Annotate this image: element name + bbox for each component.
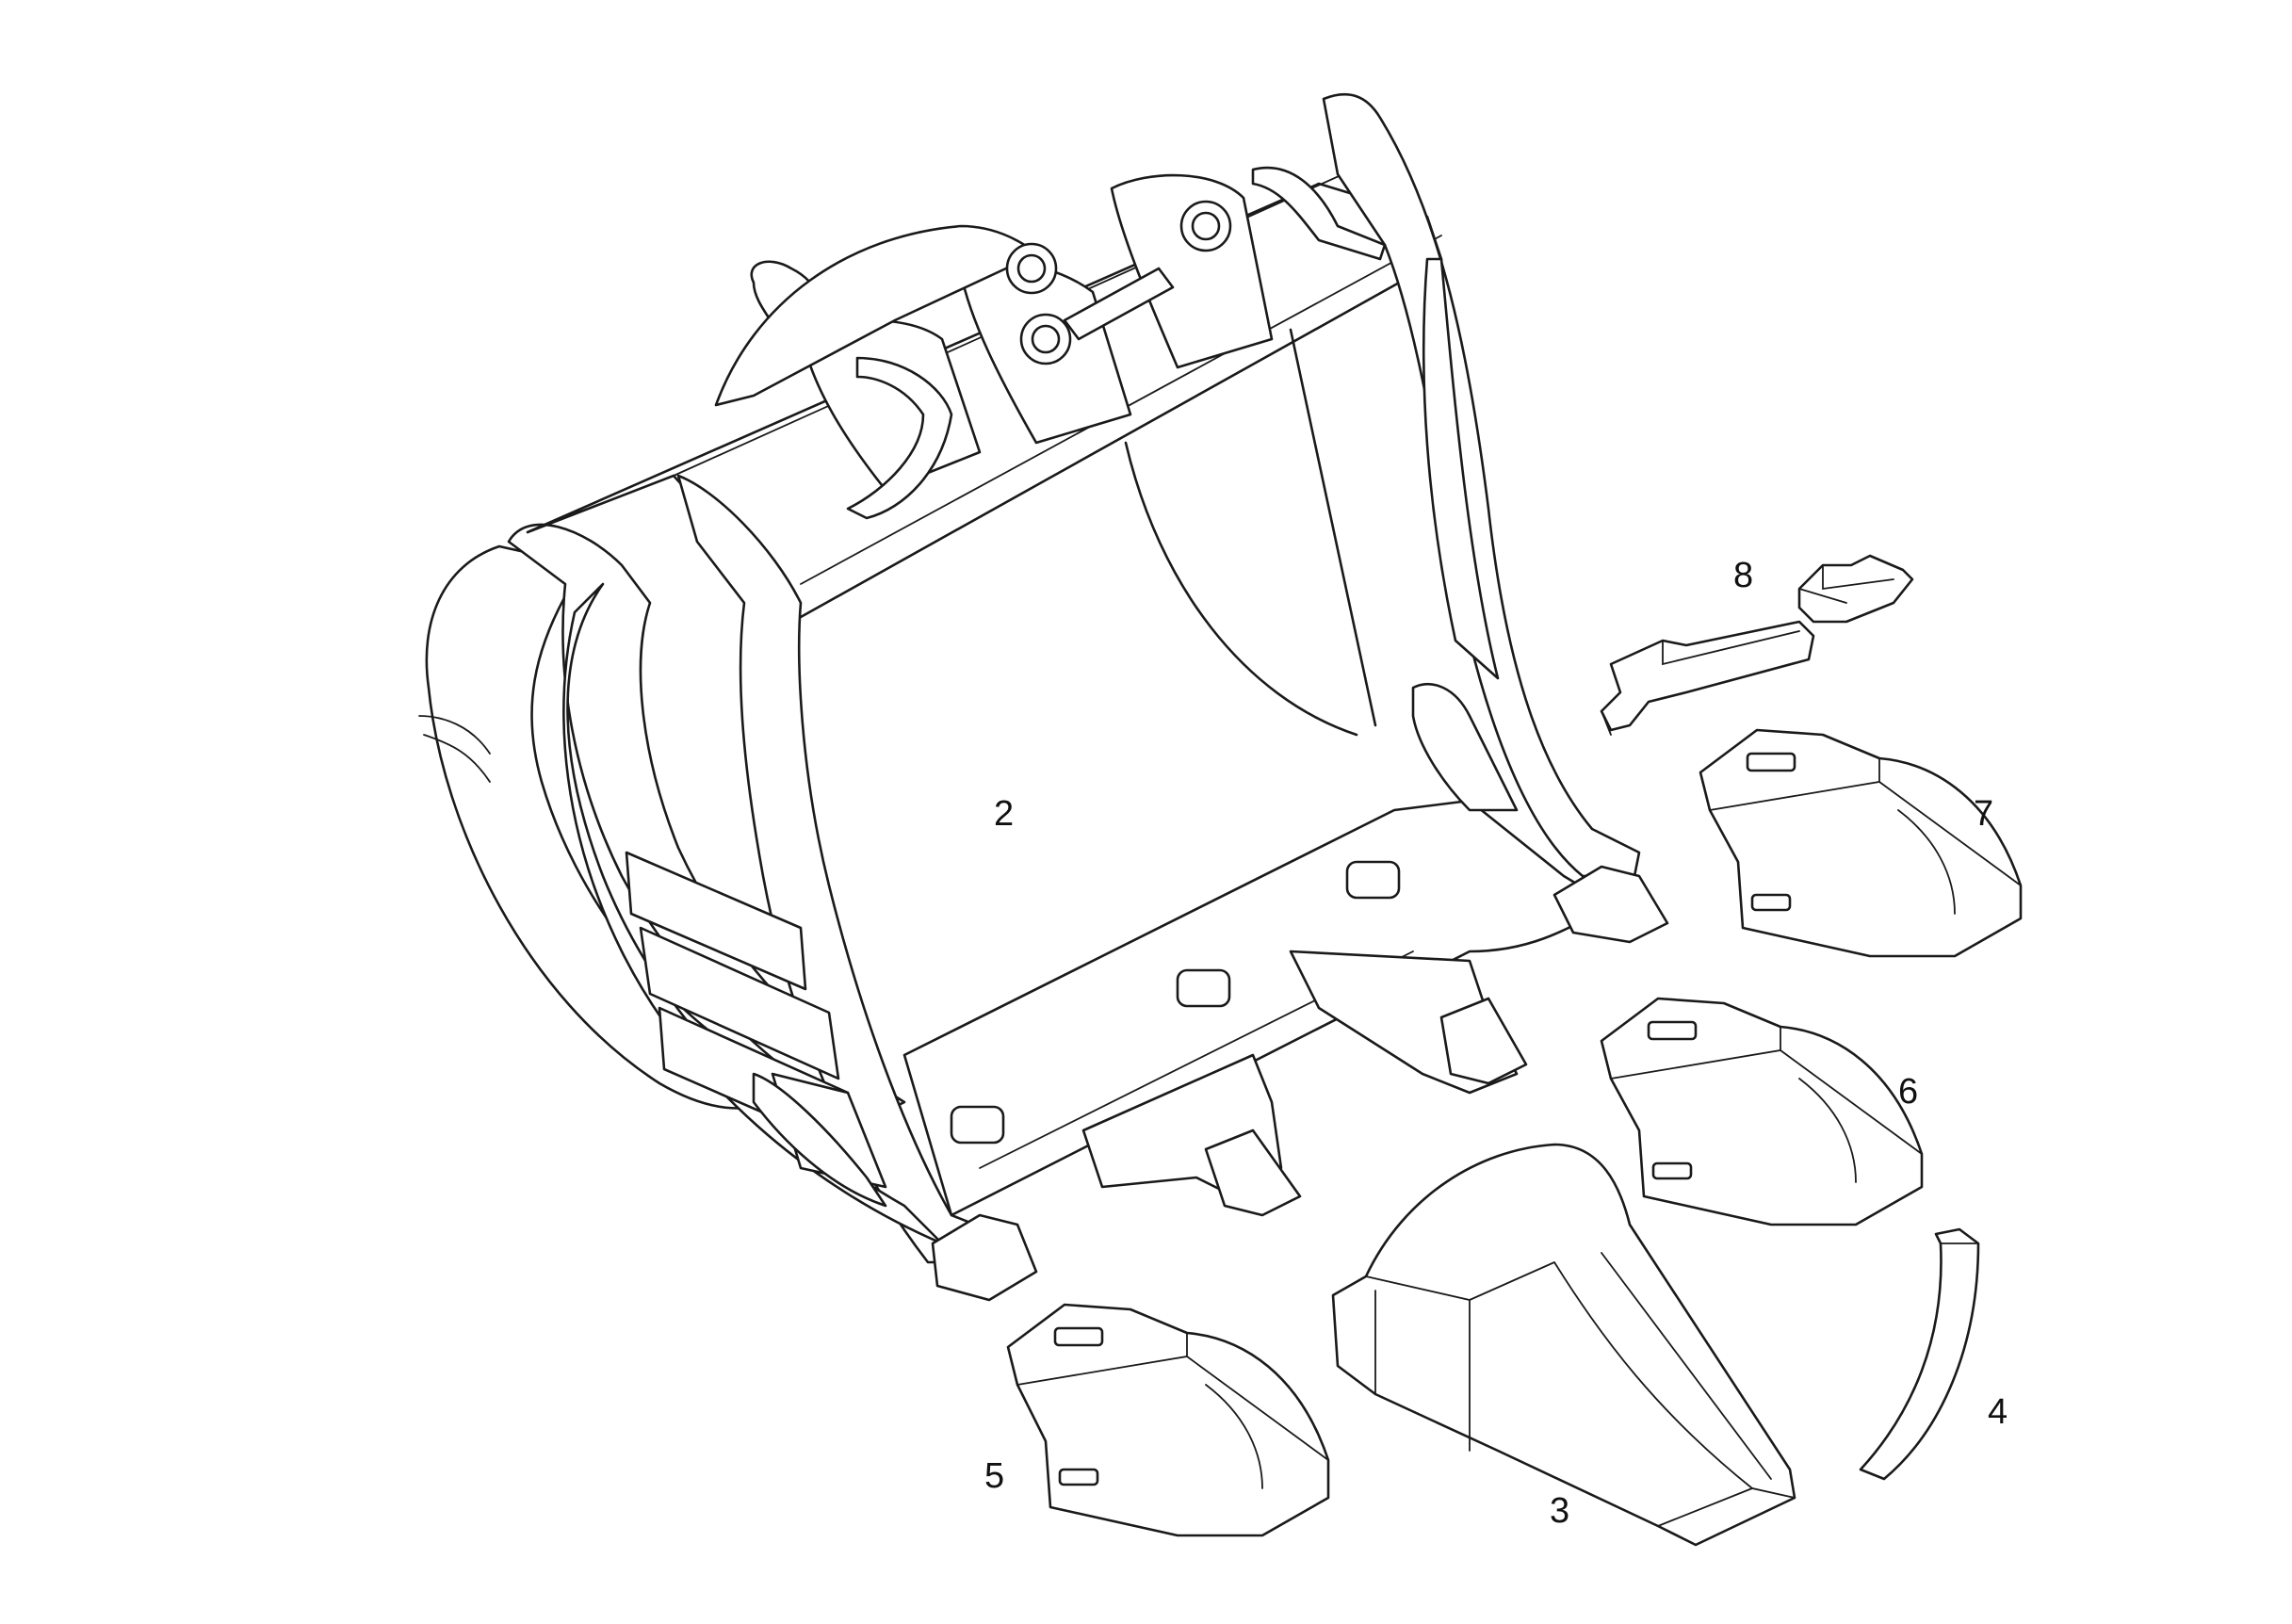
part-8-retainer xyxy=(1600,554,1914,736)
wear-pad-2 xyxy=(639,926,840,1080)
tooth-6-facets xyxy=(1610,1026,1923,1183)
bucket-left-side-plate xyxy=(676,474,1005,1264)
bucket-assembly xyxy=(418,92,1669,1302)
tooth-6-side-slot xyxy=(1651,1161,1693,1180)
tooth-7-pin-slot xyxy=(1746,752,1796,772)
retainer-clip-8-edge xyxy=(1798,564,1894,604)
retainer-clip-8 xyxy=(1797,554,1914,624)
bucket-rear-shell xyxy=(425,544,784,1110)
pin-boss-3-inner xyxy=(1031,324,1061,354)
hinge-hook-right xyxy=(1251,166,1387,261)
bucket-inner-corner xyxy=(1289,328,1377,727)
bucket-right-inner-wall xyxy=(1422,257,1500,680)
tooth-3-tip-edge xyxy=(1657,1487,1796,1527)
tooth-7-facets xyxy=(1709,757,2022,915)
lip-tooth-4 xyxy=(1552,865,1669,944)
pin-boss-1-inner xyxy=(1016,253,1047,284)
callout-6: 6 xyxy=(1898,1072,1919,1112)
callout-7: 7 xyxy=(1974,794,1994,834)
left-side-gusset xyxy=(752,1072,887,1208)
lip-adapter-1 xyxy=(1204,1129,1302,1217)
callout-5: 5 xyxy=(984,1456,1005,1496)
wear-pad-1 xyxy=(625,851,807,991)
tooth-3-facets xyxy=(1365,1252,1772,1489)
part-4-wear-strip xyxy=(1859,1227,1980,1481)
callout-8: 8 xyxy=(1733,556,1754,595)
wear-strip-4 xyxy=(1859,1227,1980,1481)
hinge-ear-right xyxy=(1110,173,1274,369)
tooth-5-facets xyxy=(1016,1332,1329,1489)
tooth-5-pin-slot xyxy=(1053,1326,1104,1347)
hinge-hook-left xyxy=(846,356,953,520)
pin-boss-2-inner xyxy=(1191,211,1221,241)
tooth-5-side-slot xyxy=(1058,1468,1099,1486)
callout-3: 3 xyxy=(1550,1491,1570,1531)
part-3-large-tooth xyxy=(1331,1143,1796,1547)
hinge-pin xyxy=(1063,267,1175,341)
part-5-tooth xyxy=(1006,1303,1330,1537)
tooth-7-side-slot xyxy=(1750,893,1792,912)
retainer-pin-8 xyxy=(1600,620,1815,732)
bucket-side-skin-line xyxy=(418,715,491,783)
tooth-3-body xyxy=(1331,1143,1796,1547)
lip-pocket-1 xyxy=(950,1105,1005,1145)
retainer-pin-8-edge xyxy=(1601,630,1800,736)
part-7-tooth xyxy=(1699,728,2023,958)
bucket-back-wall-curve xyxy=(1124,441,1358,737)
tooth-6-pin-slot xyxy=(1647,1020,1698,1041)
part-6-tooth xyxy=(1600,997,1924,1226)
bucket-lip-teeth xyxy=(931,860,1669,1302)
lip-tooth-1 xyxy=(931,1213,1038,1302)
callout-4: 4 xyxy=(1988,1392,2008,1432)
callout-2: 2 xyxy=(994,794,1015,834)
lip-pocket-3 xyxy=(1345,860,1401,900)
right-side-gusset xyxy=(1411,683,1519,812)
lip-adapter-2 xyxy=(1439,997,1528,1085)
lip-pocket-2 xyxy=(1176,968,1231,1008)
pin-bosses xyxy=(1005,200,1232,365)
